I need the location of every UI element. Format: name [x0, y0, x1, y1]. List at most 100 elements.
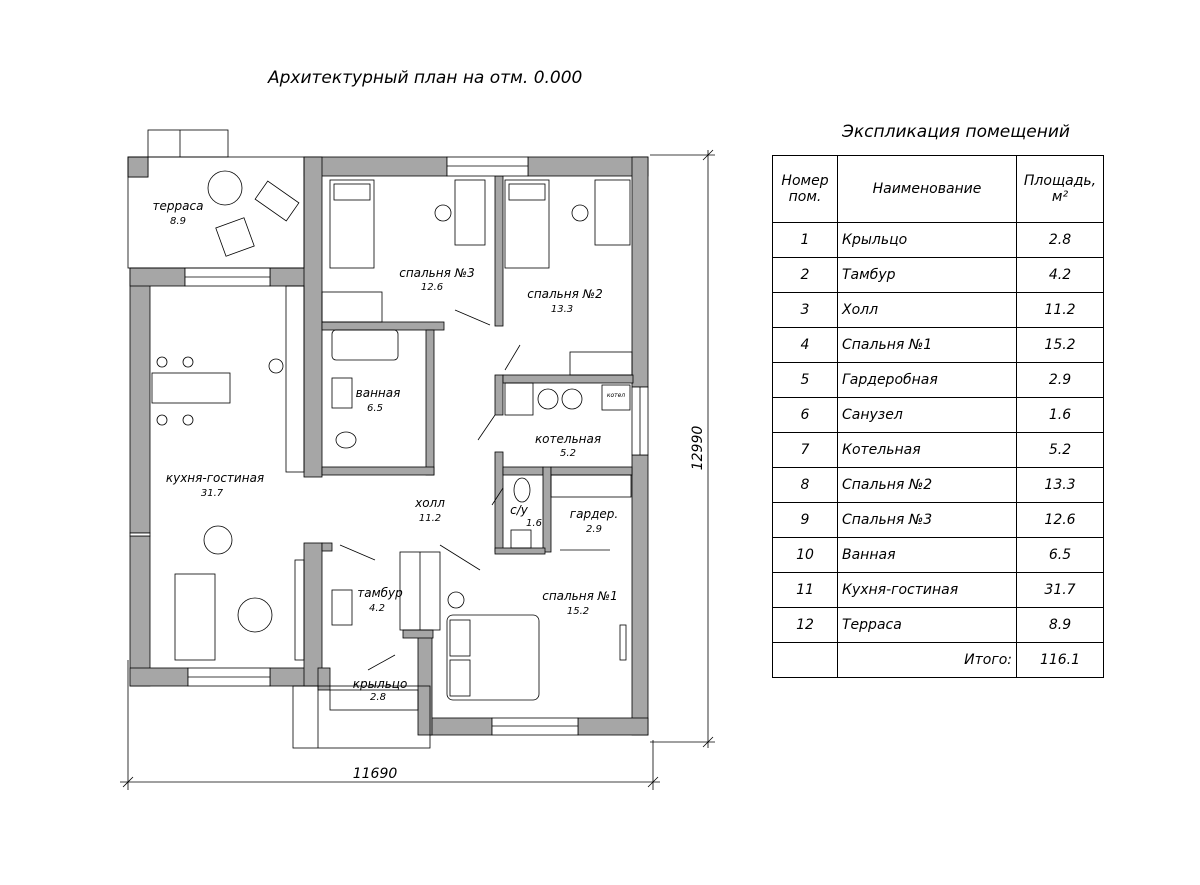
bedroom1-furniture [446, 591, 627, 701]
room-area-bath: 6.5 [367, 403, 383, 414]
row-name: Спальня №2 [837, 467, 1017, 503]
room-name-bedroom2: спальня №2 [527, 287, 603, 301]
total-label: Итого: [837, 642, 1017, 678]
row-area: 31.7 [1016, 572, 1104, 608]
windows [129, 156, 649, 736]
row-name: Спальня №1 [837, 327, 1017, 363]
row-number: 8 [772, 467, 838, 503]
header-number: Номер пом. [772, 155, 838, 223]
room-area-boiler: 5.2 [560, 448, 576, 459]
row-area: 5.2 [1016, 432, 1104, 468]
room-area-vestibule: 4.2 [369, 603, 385, 614]
room-area-bedroom1: 15.2 [567, 606, 589, 617]
door-swings [339, 309, 610, 671]
room-area-wc: 1.6 [526, 518, 542, 529]
row-name: Санузел [837, 397, 1017, 433]
room-area-kitchen: 31.7 [201, 488, 224, 499]
room-area-bedroom3: 12.6 [421, 282, 443, 293]
row-number: 6 [772, 397, 838, 433]
header-name: Наименование [837, 155, 1017, 223]
row-area: 11.2 [1016, 292, 1104, 328]
row-area: 8.9 [1016, 607, 1104, 643]
table-header-row: Номер пом. Наименование Площадь, м² [772, 155, 1104, 223]
row-name: Котельная [837, 432, 1017, 468]
row-area: 2.8 [1016, 222, 1104, 258]
row-number: 3 [772, 292, 838, 328]
header-area: Площадь, м² [1016, 155, 1104, 223]
room-area-bedroom2: 13.3 [551, 304, 573, 315]
room-name-boiler: котельная [535, 432, 601, 446]
room-labels: терраса 8.9 спальня №3 12.6 спальня №2 1… [153, 199, 619, 703]
vestibule-furniture [331, 551, 441, 631]
row-name: Крыльцо [837, 222, 1017, 258]
boiler-label: котел [607, 392, 625, 399]
kitchen-furniture [151, 285, 305, 661]
bedroom2-furniture [504, 179, 633, 376]
row-area: 15.2 [1016, 327, 1104, 363]
row-number: 12 [772, 607, 838, 643]
table-title: Экспликация помещений [842, 122, 1070, 142]
room-name-hall: холл [414, 496, 445, 510]
room-area-wardrobe: 2.9 [586, 524, 602, 535]
row-number: 10 [772, 537, 838, 573]
row-name: Тамбур [837, 257, 1017, 293]
room-name-kitchen: кухня-гостиная [166, 471, 264, 485]
dimension-height: 12990 [690, 426, 706, 471]
row-number: 1 [772, 222, 838, 258]
room-name-porch: крыльцо [353, 677, 408, 691]
room-name-bedroom1: спальня №1 [542, 589, 618, 603]
row-number: 4 [772, 327, 838, 363]
dimension-width: 11690 [353, 766, 398, 782]
total-empty-cell [772, 642, 838, 678]
room-name-bedroom3: спальня №3 [399, 266, 475, 280]
row-name: Гардеробная [837, 362, 1017, 398]
floor-plan: 11690 12990 [120, 129, 715, 790]
total-value: 116.1 [1016, 642, 1104, 678]
row-name: Спальня №3 [837, 502, 1017, 538]
row-name: Холл [837, 292, 1017, 328]
room-name-vestibule: тамбур [357, 586, 403, 600]
room-name-terrace: терраса [153, 199, 204, 213]
row-area: 12.6 [1016, 502, 1104, 538]
row-area: 13.3 [1016, 467, 1104, 503]
row-area: 1.6 [1016, 397, 1104, 433]
walls [127, 156, 649, 736]
partitions [321, 175, 634, 639]
room-name-wc: с/у [510, 503, 529, 517]
room-area-terrace: 8.9 [170, 216, 186, 227]
bedroom3-furniture [321, 179, 486, 323]
wc-furniture [510, 474, 632, 549]
terrace-outline [127, 129, 305, 269]
boiler-furniture [504, 382, 631, 416]
row-name: Терраса [837, 607, 1017, 643]
row-number: 11 [772, 572, 838, 608]
room-name-bath: ванная [356, 386, 401, 400]
row-number: 7 [772, 432, 838, 468]
row-name: Кухня-гостиная [837, 572, 1017, 608]
room-name-wardrobe: гардер. [570, 507, 618, 521]
bath-furniture [331, 329, 399, 449]
dimension-lines [120, 149, 715, 790]
plan-title: Архитектурный план на отм. 0.000 [268, 68, 583, 88]
row-area: 2.9 [1016, 362, 1104, 398]
row-area: 4.2 [1016, 257, 1104, 293]
row-number: 2 [772, 257, 838, 293]
row-number: 5 [772, 362, 838, 398]
row-area: 6.5 [1016, 537, 1104, 573]
table-total-row: Итого: 116.1 [772, 642, 1104, 678]
porch-outline [292, 685, 431, 749]
row-name: Ванная [837, 537, 1017, 573]
